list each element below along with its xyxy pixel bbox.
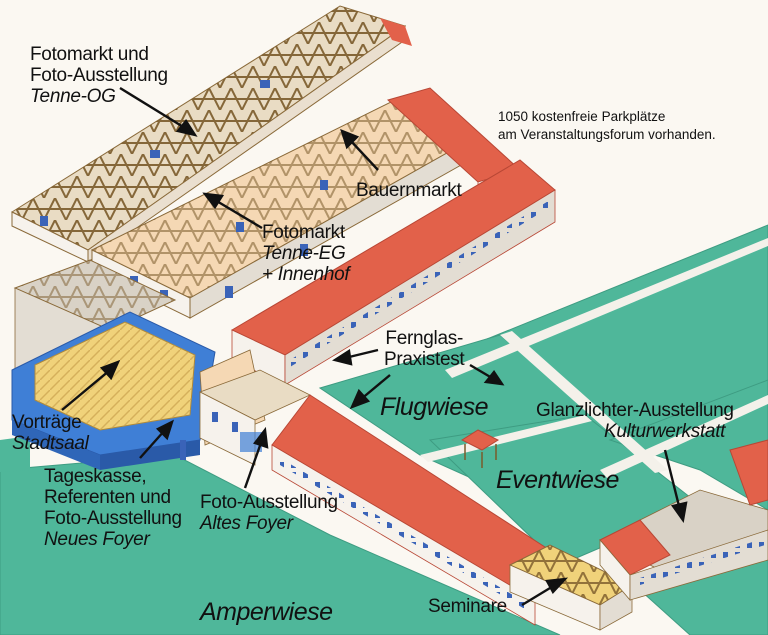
- label-fotomarkt-eg-line3: + Innenhof: [262, 264, 350, 285]
- label-fotomarkt-og-line3: Tenne-OG: [30, 86, 116, 107]
- parking-note-line1: 1050 kostenfreie Parkplätze: [498, 109, 666, 124]
- arrow-foto-altes: [243, 426, 269, 489]
- meadow-right-lower: [608, 379, 768, 511]
- paths: [420, 238, 768, 478]
- label-vortraege-line1: Vorträge: [12, 412, 82, 433]
- building-long-middle: [230, 159, 556, 386]
- label-eventwiese: Eventwiese: [496, 466, 619, 494]
- label-foto-altes-line2: Altes Foyer: [200, 513, 293, 534]
- arrow-fernglas-right: [469, 363, 505, 386]
- arrow-fotomarkt-eg: [202, 192, 263, 230]
- building-altes-foyer: [199, 369, 311, 466]
- label-eventwiese-line1: Eventwiese: [496, 466, 619, 494]
- arrow-bauernmarkt: [340, 128, 379, 171]
- label-fernglas-line1: Fernglas-: [385, 328, 463, 349]
- label-fotomarkt-eg-line1: Fotomarkt: [262, 222, 345, 243]
- label-glanzlichter: Glanzlichter-Ausstellung Kulturwerkstatt: [536, 400, 734, 442]
- arrow-seminare: [521, 577, 569, 607]
- building-kulturwerkstatt: [599, 439, 768, 602]
- label-tageskasse-line2: Referenten und: [44, 487, 171, 508]
- label-fernglas-line2: Praxistest: [384, 349, 465, 370]
- pavilion: [460, 429, 500, 468]
- meadow-left-strip: [0, 436, 30, 472]
- label-vortraege: Vorträge Stadtsaal: [12, 412, 89, 454]
- label-amperwiese-line1: Amperwiese: [200, 598, 333, 626]
- parking-note-line2: am Veranstaltungsforum vorhanden.: [498, 127, 716, 142]
- label-fotomarkt-og-line2: Foto-Ausstellung: [30, 65, 168, 86]
- label-flugwiese-line1: Flugwiese: [380, 393, 489, 421]
- label-glanzlichter-line1: Glanzlichter-Ausstellung: [536, 400, 734, 421]
- label-glanzlichter-line2: Kulturwerkstatt: [604, 421, 726, 442]
- label-bauernmarkt: Bauernmarkt: [356, 180, 462, 201]
- label-fotomarkt-og: Fotomarkt und Foto-Ausstellung Tenne-OG: [30, 44, 168, 107]
- arrow-fotomarkt-og: [119, 86, 198, 137]
- label-tageskasse: Tageskasse, Referenten und Foto-Ausstell…: [44, 466, 182, 550]
- label-bauernmarkt-line1: Bauernmarkt: [356, 180, 462, 201]
- label-fotomarkt-eg: Fotomarkt Tenne-EG + Innenhof: [262, 222, 350, 285]
- building-tenne-og: [10, 5, 412, 263]
- label-fotomarkt-eg-line2: Tenne-EG: [262, 243, 346, 264]
- label-fernglas: Fernglas- Praxistest: [384, 328, 465, 370]
- arrow-fernglas-left: [332, 348, 379, 366]
- label-vortraege-line2: Stadtsaal: [12, 433, 89, 454]
- label-flugwiese: Flugwiese: [380, 393, 489, 421]
- label-amperwiese: Amperwiese: [200, 598, 333, 626]
- arrow-glanzlichter: [663, 449, 688, 524]
- arrow-fernglas-down: [349, 374, 391, 410]
- callout-arrows: [61, 86, 688, 607]
- arrow-vortraege: [61, 359, 121, 411]
- building-long-lower: [271, 394, 566, 626]
- label-seminare-line1: Seminare: [428, 596, 507, 617]
- label-foto-altes-foyer: Foto-Ausstellung Altes Foyer: [200, 492, 338, 534]
- arrow-tageskasse: [139, 419, 174, 459]
- label-tageskasse-line3: Foto-Ausstellung: [44, 508, 182, 529]
- label-tageskasse-line1: Tageskasse,: [44, 466, 147, 487]
- label-seminare: Seminare: [428, 596, 507, 617]
- building-seminare: [508, 544, 634, 631]
- parking-note: 1050 kostenfreie Parkplätze am Veranstal…: [498, 108, 716, 144]
- label-foto-altes-line1: Foto-Ausstellung: [200, 492, 338, 513]
- label-tageskasse-line4: Neues Foyer: [44, 529, 150, 550]
- label-fotomarkt-og-line1: Fotomarkt und: [30, 44, 149, 65]
